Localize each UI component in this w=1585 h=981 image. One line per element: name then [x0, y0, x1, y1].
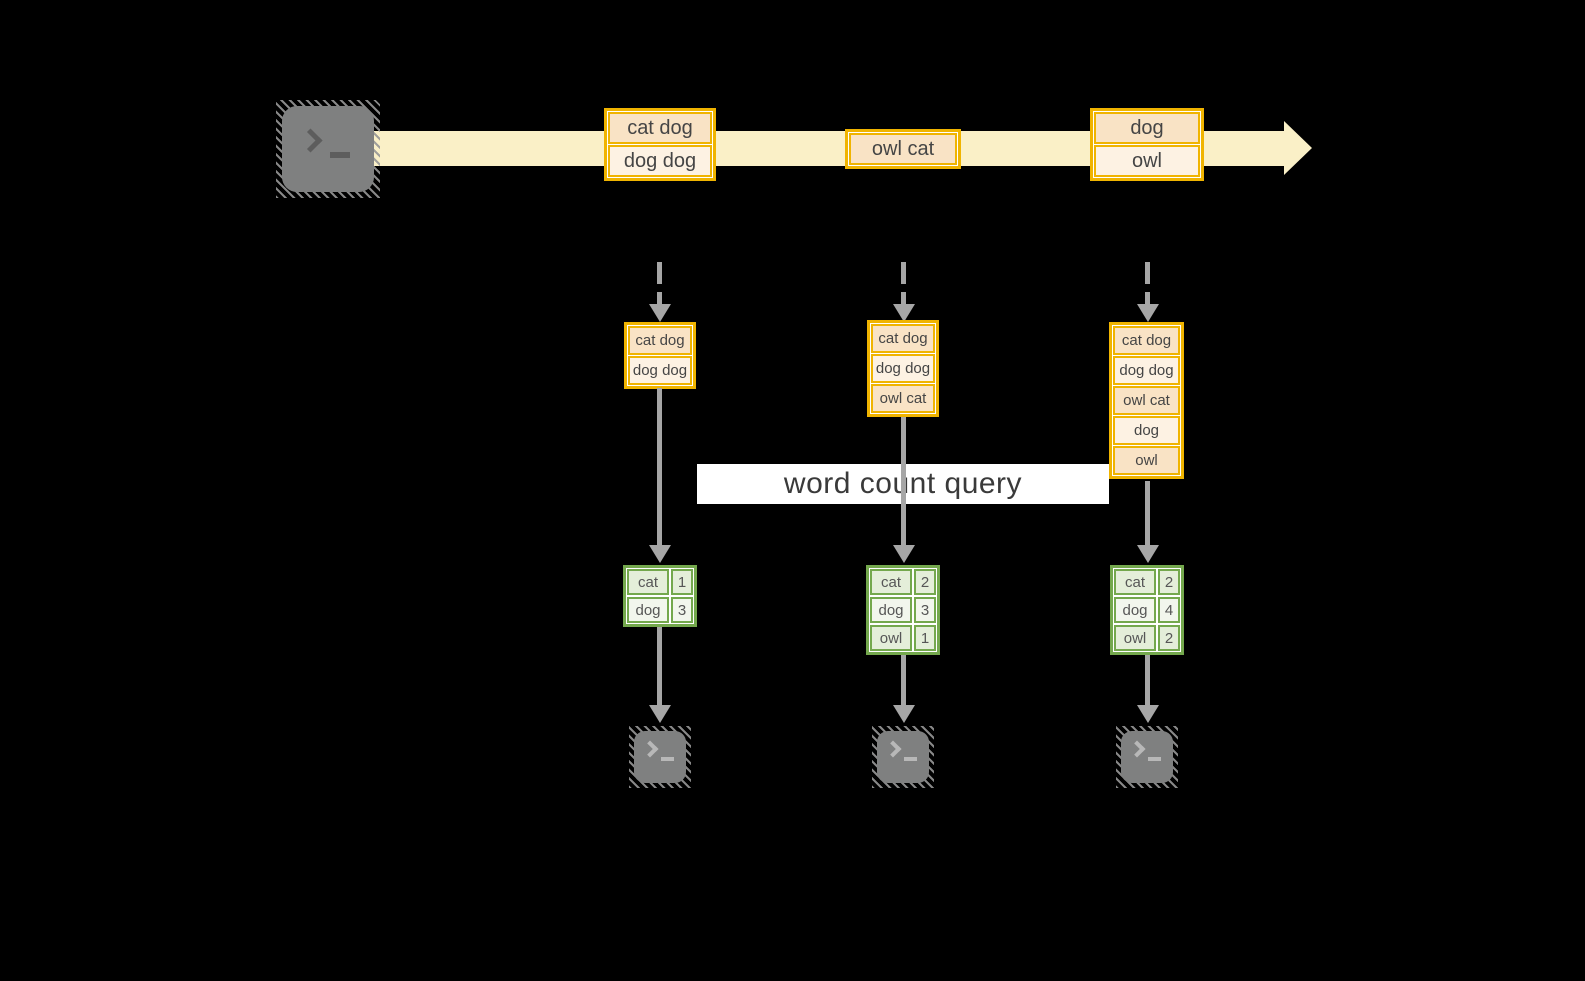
word-cell: owl — [870, 625, 912, 651]
stream-event-box-1: cat dog dog dog — [604, 108, 716, 181]
result-output-arrowhead — [1137, 705, 1159, 723]
trigger-arrowhead — [1137, 304, 1159, 322]
table-row: cat 1 — [626, 568, 694, 596]
stream-event-line: cat dog — [608, 112, 712, 144]
terminal-prompt-chevron-icon — [641, 740, 659, 758]
terminal-cursor-icon — [904, 757, 917, 761]
trigger-arrow-dash — [1145, 262, 1150, 284]
batch-box-2: cat dog dog dog owl cat — [867, 320, 939, 417]
batch-line: cat dog — [628, 326, 692, 355]
stream-event-line: owl cat — [849, 133, 957, 165]
word-count-table-2: cat 2 dog 3 owl 1 — [866, 565, 940, 655]
query-input-arrowhead — [1137, 545, 1159, 563]
table-row: dog 3 — [626, 596, 694, 624]
table-row: owl 1 — [869, 624, 937, 652]
query-input-arrowhead — [649, 545, 671, 563]
batch-line: owl — [1113, 446, 1180, 475]
count-cell: 1 — [914, 625, 936, 651]
table-row: cat 2 — [869, 568, 937, 596]
stream-event-line: dog — [1094, 112, 1200, 144]
query-input-arrow — [1145, 481, 1150, 545]
terminal-icon — [634, 731, 686, 783]
count-cell: 4 — [1158, 597, 1180, 623]
count-cell: 3 — [914, 597, 936, 623]
count-cell: 2 — [1158, 569, 1180, 595]
batch-line: cat dog — [871, 324, 935, 353]
batch-line: owl cat — [871, 384, 935, 413]
terminal-icon — [877, 731, 929, 783]
batch-line: owl cat — [1113, 386, 1180, 415]
result-output-arrow — [901, 655, 906, 705]
batch-box-3: cat dog dog dog owl cat dog owl — [1109, 322, 1184, 479]
batch-line: dog dog — [871, 354, 935, 383]
stream-event-line: owl — [1094, 145, 1200, 177]
word-count-table-1: cat 1 dog 3 — [623, 565, 697, 627]
source-terminal-icon — [276, 100, 380, 198]
trigger-arrow-shaft — [657, 292, 662, 306]
word-cell: cat — [1114, 569, 1156, 595]
trigger-arrow-shaft — [901, 292, 906, 306]
trigger-arrow-dash — [901, 262, 906, 284]
count-cell: 2 — [914, 569, 936, 595]
query-input-arrowhead — [893, 545, 915, 563]
sink-terminal-icon-2 — [872, 726, 934, 788]
trigger-arrowhead — [893, 304, 915, 322]
count-cell: 1 — [671, 569, 693, 595]
word-cell: cat — [870, 569, 912, 595]
terminal-icon — [1121, 731, 1173, 783]
stream-event-box-2: owl cat — [845, 129, 961, 169]
table-row: cat 2 — [1113, 568, 1181, 596]
stream-event-box-3: dog owl — [1090, 108, 1204, 181]
result-output-arrow — [1145, 655, 1150, 705]
word-cell: cat — [627, 569, 669, 595]
sink-terminal-icon-3 — [1116, 726, 1178, 788]
terminal-icon — [282, 106, 374, 192]
terminal-prompt-chevron-icon — [1128, 740, 1146, 758]
batch-line: dog dog — [628, 356, 692, 385]
terminal-cursor-icon — [1148, 757, 1161, 761]
table-row: dog 4 — [1113, 596, 1181, 624]
terminal-cursor-icon — [661, 757, 674, 761]
count-cell: 3 — [671, 597, 693, 623]
word-count-table-3: cat 2 dog 4 owl 2 — [1110, 565, 1184, 655]
word-cell: owl — [1114, 625, 1156, 651]
sink-terminal-icon-1 — [629, 726, 691, 788]
query-input-arrow — [657, 388, 662, 545]
batch-line: dog — [1113, 416, 1180, 445]
terminal-prompt-chevron-icon — [884, 740, 902, 758]
table-row: dog 3 — [869, 596, 937, 624]
query-input-arrow — [901, 417, 906, 545]
terminal-cursor-icon — [330, 152, 350, 158]
batch-line: dog dog — [1113, 356, 1180, 385]
trigger-arrow-shaft — [1145, 292, 1150, 306]
word-cell: dog — [1114, 597, 1156, 623]
batch-line: cat dog — [1113, 326, 1180, 355]
result-output-arrow — [657, 627, 662, 705]
result-output-arrowhead — [893, 705, 915, 723]
trigger-arrow-dash — [657, 262, 662, 284]
batch-box-1: cat dog dog dog — [624, 322, 696, 389]
count-cell: 2 — [1158, 625, 1180, 651]
word-cell: dog — [870, 597, 912, 623]
word-cell: dog — [627, 597, 669, 623]
trigger-arrowhead — [649, 304, 671, 322]
terminal-prompt-chevron-icon — [298, 128, 323, 153]
table-row: owl 2 — [1113, 624, 1181, 652]
result-output-arrowhead — [649, 705, 671, 723]
stream-event-line: dog dog — [608, 145, 712, 177]
stream-arrowhead — [1284, 121, 1312, 175]
